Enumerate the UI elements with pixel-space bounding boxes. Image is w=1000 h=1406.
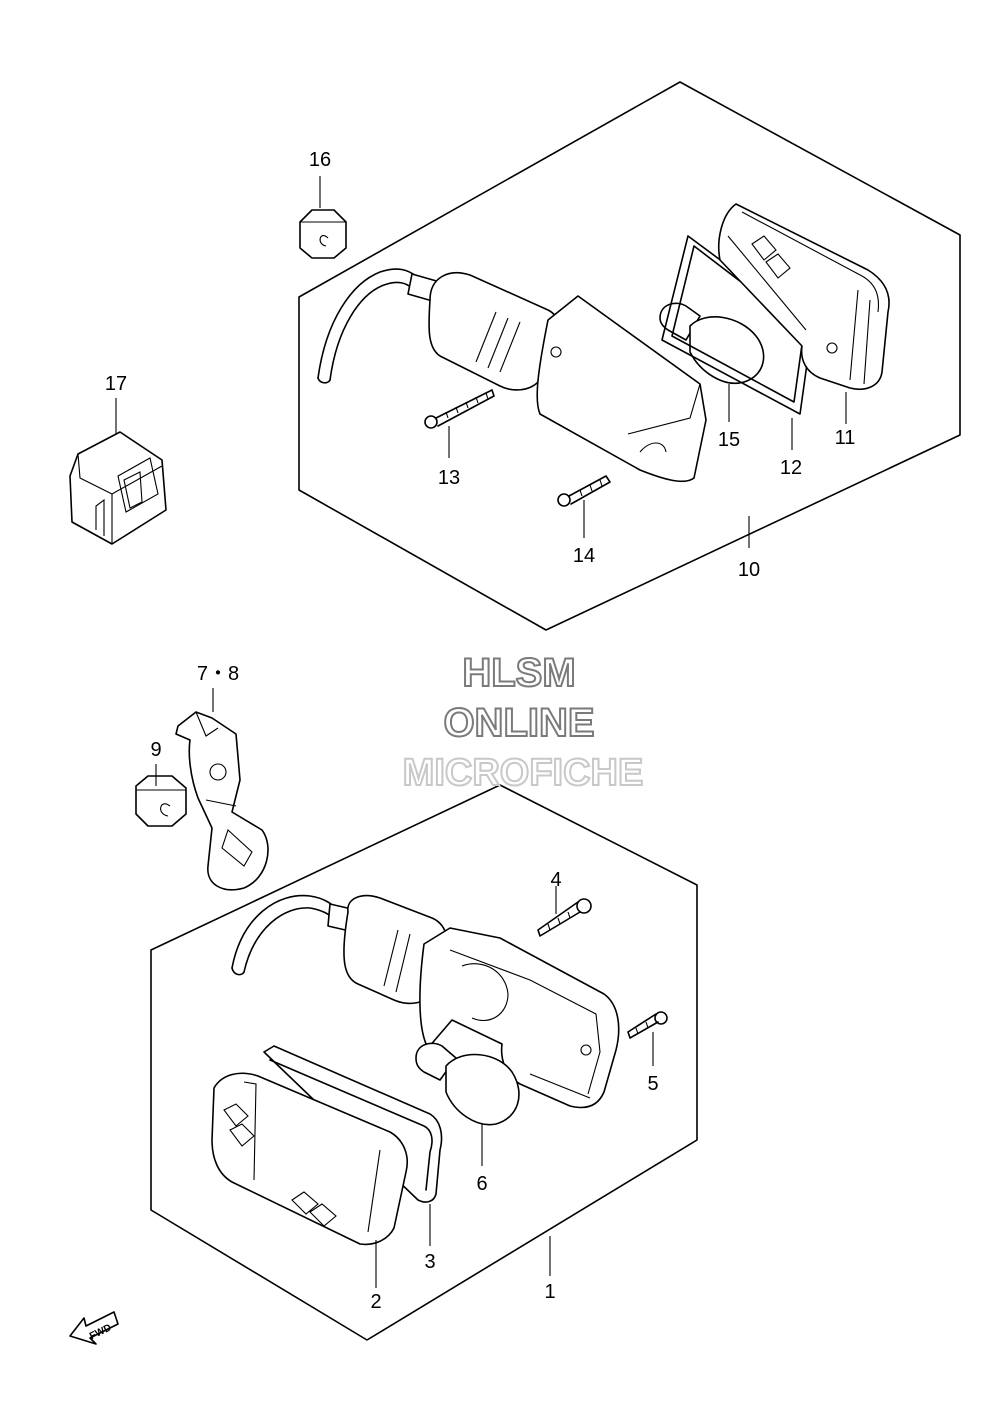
part-13-screw xyxy=(424,389,495,429)
assembly-1-outline xyxy=(150,784,698,1341)
forward-arrow-icon: FWD xyxy=(69,1311,119,1345)
callout-16: 16 xyxy=(309,149,331,171)
part-11-lens xyxy=(717,203,890,390)
part-7-8-bracket xyxy=(175,711,269,891)
watermark-line-2: ONLINE xyxy=(443,701,594,745)
callout-13: 13 xyxy=(438,467,460,489)
part-2-lens xyxy=(211,1072,408,1246)
watermark-line-1: HLSM xyxy=(462,651,575,695)
callout-5: 5 xyxy=(647,1073,658,1095)
callout-3: 3 xyxy=(424,1251,435,1273)
callout-11: 11 xyxy=(835,427,856,449)
part-17-connector xyxy=(69,431,167,545)
upper-lamp-housing xyxy=(407,271,707,483)
callout-1: 1 xyxy=(544,1281,555,1303)
part-3-gasket xyxy=(263,1045,443,1203)
callout-10: 10 xyxy=(738,559,760,581)
lower-lamp-housing xyxy=(327,894,620,1109)
watermark: HLSM ONLINE MICROFICHE xyxy=(402,650,645,795)
part-9-nut xyxy=(135,775,187,827)
callout-12: 12 xyxy=(780,457,802,479)
callout-6: 6 xyxy=(476,1173,487,1195)
callout-14: 14 xyxy=(573,545,595,567)
assembly-10-outline xyxy=(298,81,961,631)
callout-9: 9 xyxy=(150,739,161,761)
callout-17: 17 xyxy=(105,373,127,395)
part-15-bulb xyxy=(659,302,765,385)
part-6-bulb xyxy=(415,1042,520,1126)
callout-2: 2 xyxy=(370,1291,381,1313)
watermark-line-3: MICROFICHE xyxy=(403,752,644,794)
part-4-screw xyxy=(537,898,592,937)
callout-4: 4 xyxy=(550,869,561,891)
part-16-nut xyxy=(299,209,347,259)
part-5-screw xyxy=(627,1011,668,1039)
callout-15: 15 xyxy=(718,429,740,451)
upper-lamp-wire xyxy=(317,268,417,379)
part-14-screw xyxy=(557,475,611,507)
callout-7-8: 7・8 xyxy=(197,663,239,685)
